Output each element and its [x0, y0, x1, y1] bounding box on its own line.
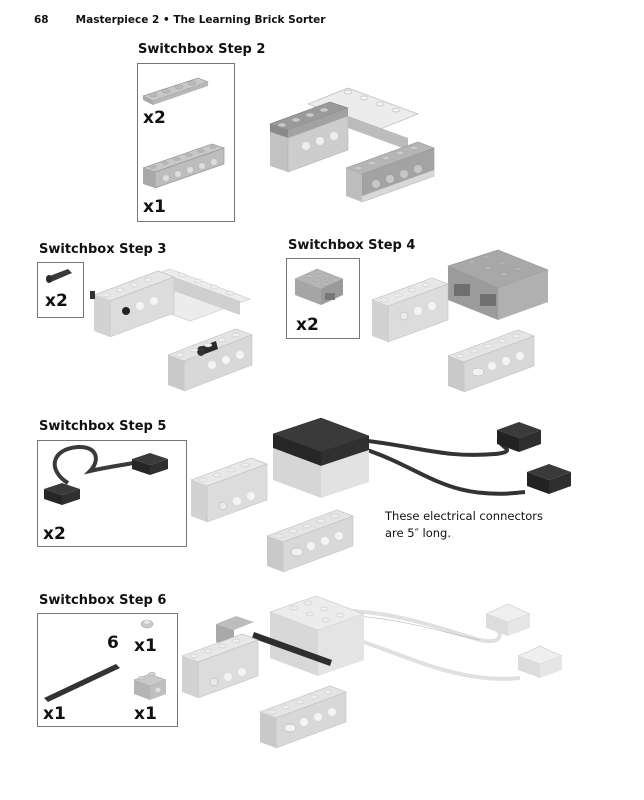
axle-length-label: 6	[107, 633, 119, 653]
step-3-model-illustration	[90, 268, 253, 392]
part-quantity: x1	[134, 636, 157, 656]
axle-icon	[44, 664, 120, 702]
step-3-title: Switchbox Step 3	[39, 242, 167, 257]
part-quantity: x1	[134, 704, 157, 724]
step-2-model-illustration	[268, 87, 435, 203]
part-quantity: x2	[143, 108, 166, 128]
step-3-parts-box: x2	[37, 262, 84, 318]
note-line: These electrical connectors	[385, 509, 544, 523]
step-2-parts-illustration	[141, 77, 226, 189]
electric-brick-2x3-icon	[294, 268, 344, 305]
part-quantity: x2	[296, 315, 319, 335]
step-5-model-illustration	[190, 417, 571, 573]
step-6-title: Switchbox Step 6	[39, 593, 167, 608]
step-4-parts-box: x2	[286, 258, 360, 339]
step-5-parts-box: x2	[37, 440, 187, 547]
step-6-parts-illustration	[44, 619, 167, 702]
bushing-icon	[140, 619, 154, 629]
step-6-parts-box: 6 x1 x1 x1	[37, 613, 178, 727]
step-5-note: These electrical connectors are 5″ long.	[385, 508, 543, 542]
connector-pin-icon	[46, 269, 72, 283]
step-4-model-illustration	[371, 249, 549, 393]
plate-1x4-icon	[142, 77, 210, 105]
note-line: are 5″ long.	[385, 526, 451, 540]
page-number: 68	[34, 14, 49, 26]
step-2-title: Switchbox Step 2	[138, 42, 266, 57]
part-quantity: x2	[45, 291, 68, 311]
technic-beam-1x6-icon	[141, 143, 226, 189]
step-5-title: Switchbox Step 5	[39, 419, 167, 434]
page-header: 68 Masterpiece 2 • The Learning Brick So…	[34, 14, 325, 26]
step-4-title: Switchbox Step 4	[288, 238, 416, 253]
step-6-model-illustration	[181, 595, 563, 749]
part-quantity: x2	[43, 524, 66, 544]
technic-brick-1x2-icon	[133, 672, 167, 700]
part-quantity: x1	[143, 197, 166, 217]
step-2-parts-box: x2 x1	[137, 63, 235, 222]
running-title: Masterpiece 2 • The Learning Brick Sorte…	[75, 14, 326, 26]
electrical-connector-cable-icon	[44, 444, 168, 505]
part-quantity: x1	[43, 704, 66, 724]
